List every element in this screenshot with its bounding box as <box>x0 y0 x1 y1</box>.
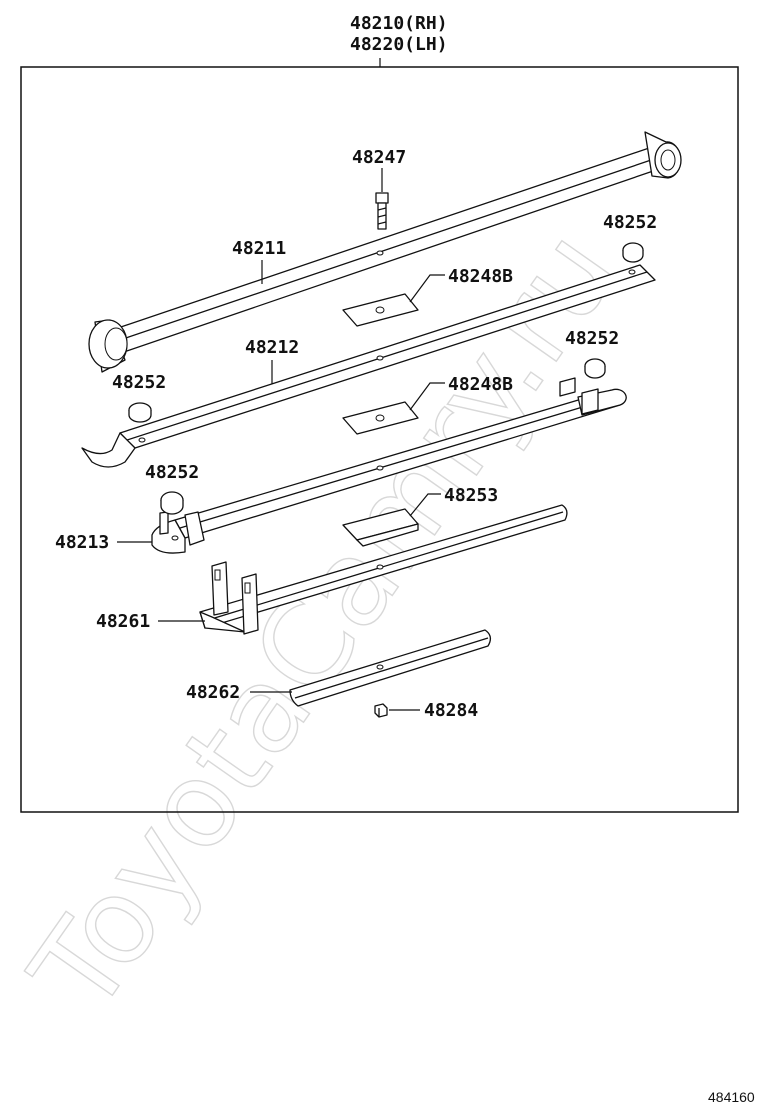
leaf-insert-48252-a[interactable] <box>622 242 644 263</box>
label-48247: 48247 <box>352 147 406 168</box>
assembly-number-lh: 48220(LH) <box>350 34 448 55</box>
label-48252-b: 48252 <box>112 372 166 393</box>
spacer-pad-48248b-a[interactable] <box>342 293 419 327</box>
assembly-frame <box>20 66 739 813</box>
label-48211: 48211 <box>232 238 286 259</box>
leaf-insert-48252-c[interactable] <box>584 358 606 379</box>
fourth-leaf-48261[interactable] <box>199 504 568 635</box>
third-leaf-48213[interactable] <box>151 377 627 554</box>
fifth-leaf-48262[interactable] <box>289 629 492 707</box>
label-48261: 48261 <box>96 611 150 632</box>
label-48248b-b: 48248B <box>448 374 513 395</box>
assembly-number-rh: 48210(RH) <box>350 13 448 34</box>
label-48248b-a: 48248B <box>448 266 513 287</box>
label-48252-a: 48252 <box>603 212 657 233</box>
leaf-insert-48252-b[interactable] <box>128 402 152 423</box>
leader-48248b-b <box>409 382 445 411</box>
center-bolt-nut[interactable] <box>374 703 388 718</box>
label-48212: 48212 <box>245 337 299 358</box>
leaf-insert-48252-d[interactable] <box>160 491 184 515</box>
label-48252-c: 48252 <box>565 328 619 349</box>
spacer-pad-48248b-b[interactable] <box>342 401 419 435</box>
label-48213: 48213 <box>55 532 109 553</box>
center-bolt[interactable] <box>375 192 389 230</box>
label-48284: 48284 <box>424 700 478 721</box>
label-48252-d: 48252 <box>145 462 199 483</box>
main-leaf-48211[interactable] <box>88 131 682 373</box>
spacer-48253[interactable] <box>342 508 419 547</box>
leader-48248b-a <box>409 274 445 303</box>
label-48262: 48262 <box>186 682 240 703</box>
leader-48253 <box>409 493 441 517</box>
second-leaf-48212[interactable] <box>81 264 656 468</box>
label-48253: 48253 <box>444 485 498 506</box>
diagram-code: 484160 <box>708 1089 755 1105</box>
